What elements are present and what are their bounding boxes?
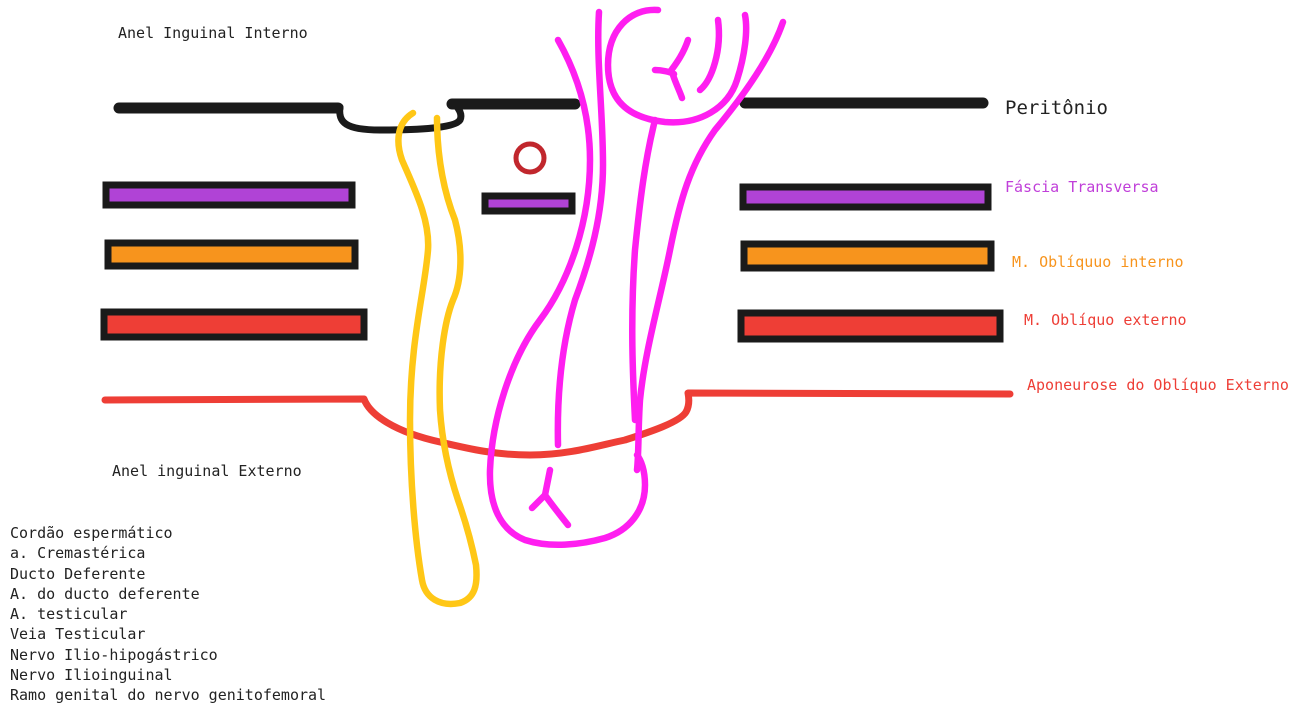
magenta-top-branch-right xyxy=(673,75,682,98)
list-item: Cordão espermático xyxy=(10,523,326,543)
transversalis-fascia-layer xyxy=(106,185,988,211)
internal-oblique-label: M. Oblíquuo interno xyxy=(1012,253,1184,271)
peritoneum-label: Peritônio xyxy=(1005,99,1108,117)
magenta-tract xyxy=(490,10,783,545)
spermatic-cord-contents-list: Cordão espermático a. Cremastérica Ducto… xyxy=(10,523,326,706)
magenta-loop-strand xyxy=(700,20,719,90)
external-oblique-label: M. Oblíquo externo xyxy=(1024,311,1187,329)
transversalis-fascia-label: Fáscia Transversa xyxy=(1005,178,1159,196)
internal-oblique-right-bar xyxy=(744,244,991,268)
magenta-top-branch-stem xyxy=(670,40,688,72)
list-item: Veia Testicular xyxy=(10,624,326,644)
vessel-ring xyxy=(516,144,544,172)
external-ring-label: Anel inguinal Externo xyxy=(112,462,302,480)
list-item: Nervo Ilioinguinal xyxy=(10,665,326,685)
list-item: Nervo Ilio-hipogástrico xyxy=(10,645,326,665)
peritoneum-layer xyxy=(119,103,983,130)
external-oblique-layer xyxy=(104,312,1000,339)
list-item: Ducto Deferente xyxy=(10,564,326,584)
yellow-tract xyxy=(398,113,476,604)
external-oblique-left-bar xyxy=(104,312,364,337)
list-item: A. testicular xyxy=(10,604,326,624)
list-item: Ramo genital do nervo genitofemoral xyxy=(10,685,326,705)
aponeurosis-label: Aponeurose do Oblíquo Externo xyxy=(1027,376,1289,394)
list-item: A. do ducto deferente xyxy=(10,584,326,604)
magenta-outer-left-wall xyxy=(490,40,645,545)
internal-oblique-left-bar xyxy=(108,243,355,266)
external-oblique-right-bar xyxy=(741,313,1000,339)
list-item: a. Cremastérica xyxy=(10,543,326,563)
fascia-left-bar xyxy=(106,185,352,205)
fascia-middle-bar xyxy=(485,196,572,211)
magenta-bottom-branch-right xyxy=(545,495,568,525)
magenta-bottom-branch-stem xyxy=(545,470,550,495)
fascia-right-bar xyxy=(743,187,988,207)
internal-oblique-layer xyxy=(108,243,991,268)
internal-ring-label: Anel Inguinal Interno xyxy=(118,24,308,42)
